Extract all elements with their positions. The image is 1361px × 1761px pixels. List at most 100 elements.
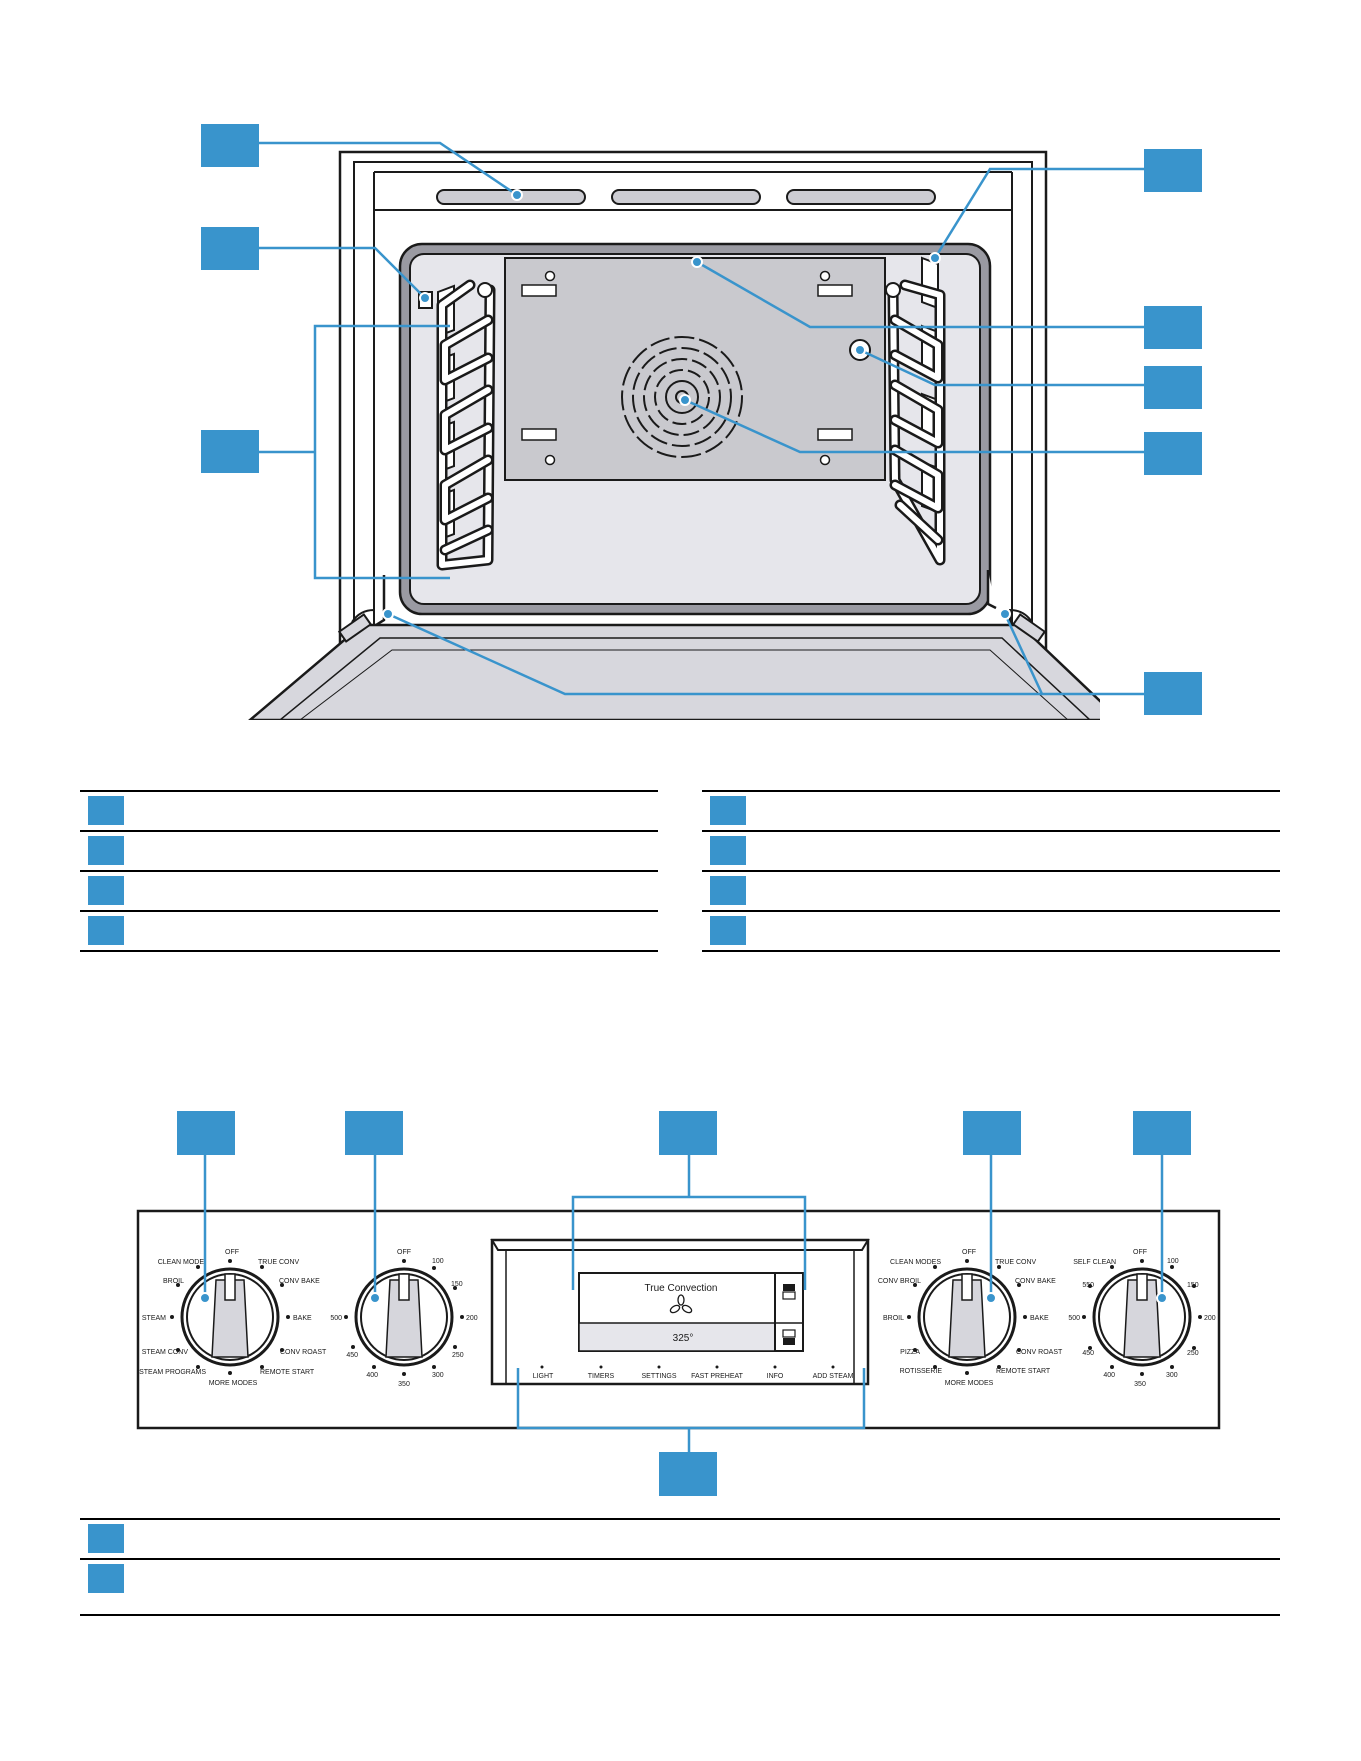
knob-label-broil: BROIL [883, 1315, 904, 1322]
knob-label-bake: BAKE [293, 1315, 312, 1322]
left-mode-knob[interactable]: OFF TRUE CONV CONV BAKE BAKE CONV ROAST … [139, 1249, 327, 1387]
legend-row [702, 910, 1280, 950]
temp-label-450: 450 [346, 1352, 358, 1359]
control-panel-diagram: OFF TRUE CONV CONV BAKE BAKE CONV ROAST … [136, 1111, 1221, 1496]
knob-label-conv-roast: CONV ROAST [280, 1349, 327, 1356]
temp-label-150: 150 [1187, 1282, 1199, 1289]
display-mode-text: True Convection [645, 1283, 718, 1294]
callout-badge [1133, 1111, 1191, 1155]
temp-label-450: 450 [1082, 1350, 1094, 1357]
temp-label-350: 350 [1134, 1381, 1146, 1388]
knob-label-true-conv: TRUE CONV [258, 1259, 300, 1266]
callout-badge [963, 1111, 1021, 1155]
legend-row [80, 1518, 1280, 1558]
temp-label-self-clean: SELF CLEAN [1073, 1259, 1116, 1266]
knob-label-more-modes: MORE MODES [209, 1380, 258, 1387]
door-hinge [986, 570, 997, 610]
callout-badge [710, 796, 746, 825]
temp-label-550: 550 [1082, 1282, 1094, 1289]
legend-row [80, 870, 658, 910]
callout-badge [659, 1452, 717, 1496]
legend-row [702, 870, 1280, 910]
oven-cavity-diagram [201, 124, 1202, 720]
temp-label-off: OFF [397, 1249, 411, 1256]
top-vent [786, 189, 936, 205]
callout-badge [1144, 149, 1202, 192]
legend-row [80, 790, 658, 830]
legend-row [702, 830, 1280, 870]
knob-label-off: OFF [962, 1249, 976, 1256]
touch-key-info[interactable]: INFO [767, 1373, 784, 1380]
knob-label-conv-roast: CONV ROAST [1016, 1349, 1063, 1356]
knob-label-rotisserie: ROTISSERIE [900, 1368, 943, 1375]
door-hinge [375, 575, 386, 627]
legend-table-left [80, 790, 658, 952]
callout-badge [710, 836, 746, 865]
callout-badge [345, 1111, 403, 1155]
knob-label-true-conv: TRUE CONV [995, 1259, 1037, 1266]
knob-label-more-modes: MORE MODES [945, 1380, 994, 1387]
temp-label-200: 200 [466, 1315, 478, 1322]
legend-bottom-rule [702, 950, 1280, 952]
left-rack-rails [436, 279, 496, 571]
callout-badge [710, 876, 746, 905]
temp-label-300: 300 [432, 1372, 444, 1379]
temp-label-350: 350 [398, 1381, 410, 1388]
callout-badge [1144, 366, 1202, 409]
touch-key-settings[interactable]: SETTINGS [641, 1373, 676, 1380]
knob-label-conv-bake: CONV BAKE [1015, 1278, 1056, 1285]
legend-row [80, 910, 658, 950]
display-module: True Convection 325° LIGHT TIMERS SETTIN… [490, 1238, 870, 1386]
temp-label-250: 250 [1187, 1350, 1199, 1357]
touch-key-add-steam[interactable]: ADD STEAM [813, 1373, 854, 1380]
temp-label-500: 500 [330, 1315, 342, 1322]
temp-label-250: 250 [452, 1352, 464, 1359]
callout-badge [88, 1564, 124, 1593]
touch-key-timers[interactable]: TIMERS [588, 1373, 615, 1380]
callout-badge [201, 124, 259, 167]
panel-callout-badges [177, 1111, 1191, 1496]
knob-label-steam-programs: STEAM PROGRAMS [139, 1369, 206, 1376]
legend-table-right [702, 790, 1280, 952]
legend-bottom-rule [80, 1614, 1280, 1616]
callout-leaders [259, 141, 1144, 696]
knob-label-remote-start: REMOTE START [260, 1369, 315, 1376]
knob-label-conv-bake: CONV BAKE [279, 1278, 320, 1285]
knob-label-clean-mode: CLEAN MODE [158, 1259, 205, 1266]
knob-label-broil: BROIL [163, 1278, 184, 1285]
temp-label-100: 100 [432, 1258, 444, 1265]
callout-badge [1144, 306, 1202, 349]
legend-bottom-rule [80, 950, 658, 952]
oven-door [248, 623, 1100, 720]
knob-label-steam-conv: STEAM CONV [142, 1349, 189, 1356]
left-temperature-knob[interactable]: OFF 100 150 200 250 300 350 400 450 500 [330, 1249, 477, 1388]
touch-key-light[interactable]: LIGHT [533, 1373, 554, 1380]
temp-label-300: 300 [1166, 1372, 1178, 1379]
knob-label-conv-broil: CONV BROIL [878, 1278, 921, 1285]
callout-badge [88, 796, 124, 825]
temp-label-200: 200 [1204, 1315, 1216, 1322]
display-temperature: 325° [673, 1333, 694, 1344]
callout-badge [88, 1524, 124, 1553]
legend-row [80, 830, 658, 870]
panel-callout-dots [199, 1292, 1168, 1304]
knob-label-pizza: PIZZA [900, 1349, 920, 1356]
knob-label-bake: BAKE [1030, 1315, 1049, 1322]
temp-label-100: 100 [1167, 1258, 1179, 1265]
knob-label-clean-modes: CLEAN MODES [890, 1259, 941, 1266]
callout-badge [1144, 672, 1202, 715]
legend-row [80, 1558, 1280, 1614]
callout-badge [88, 836, 124, 865]
temp-label-400: 400 [1103, 1372, 1115, 1379]
callout-badges [201, 124, 1202, 715]
legend-table-panel [80, 1518, 1280, 1616]
temp-label-off: OFF [1133, 1249, 1147, 1256]
temp-label-150: 150 [451, 1281, 463, 1288]
knob-label-off: OFF [225, 1249, 239, 1256]
panel-callout-leaders [203, 1155, 1164, 1452]
callout-badge [88, 876, 124, 905]
touch-key-fast-preheat[interactable]: FAST PREHEAT [691, 1373, 744, 1380]
knob-label-steam: STEAM [142, 1315, 166, 1322]
legend-row [702, 790, 1280, 830]
